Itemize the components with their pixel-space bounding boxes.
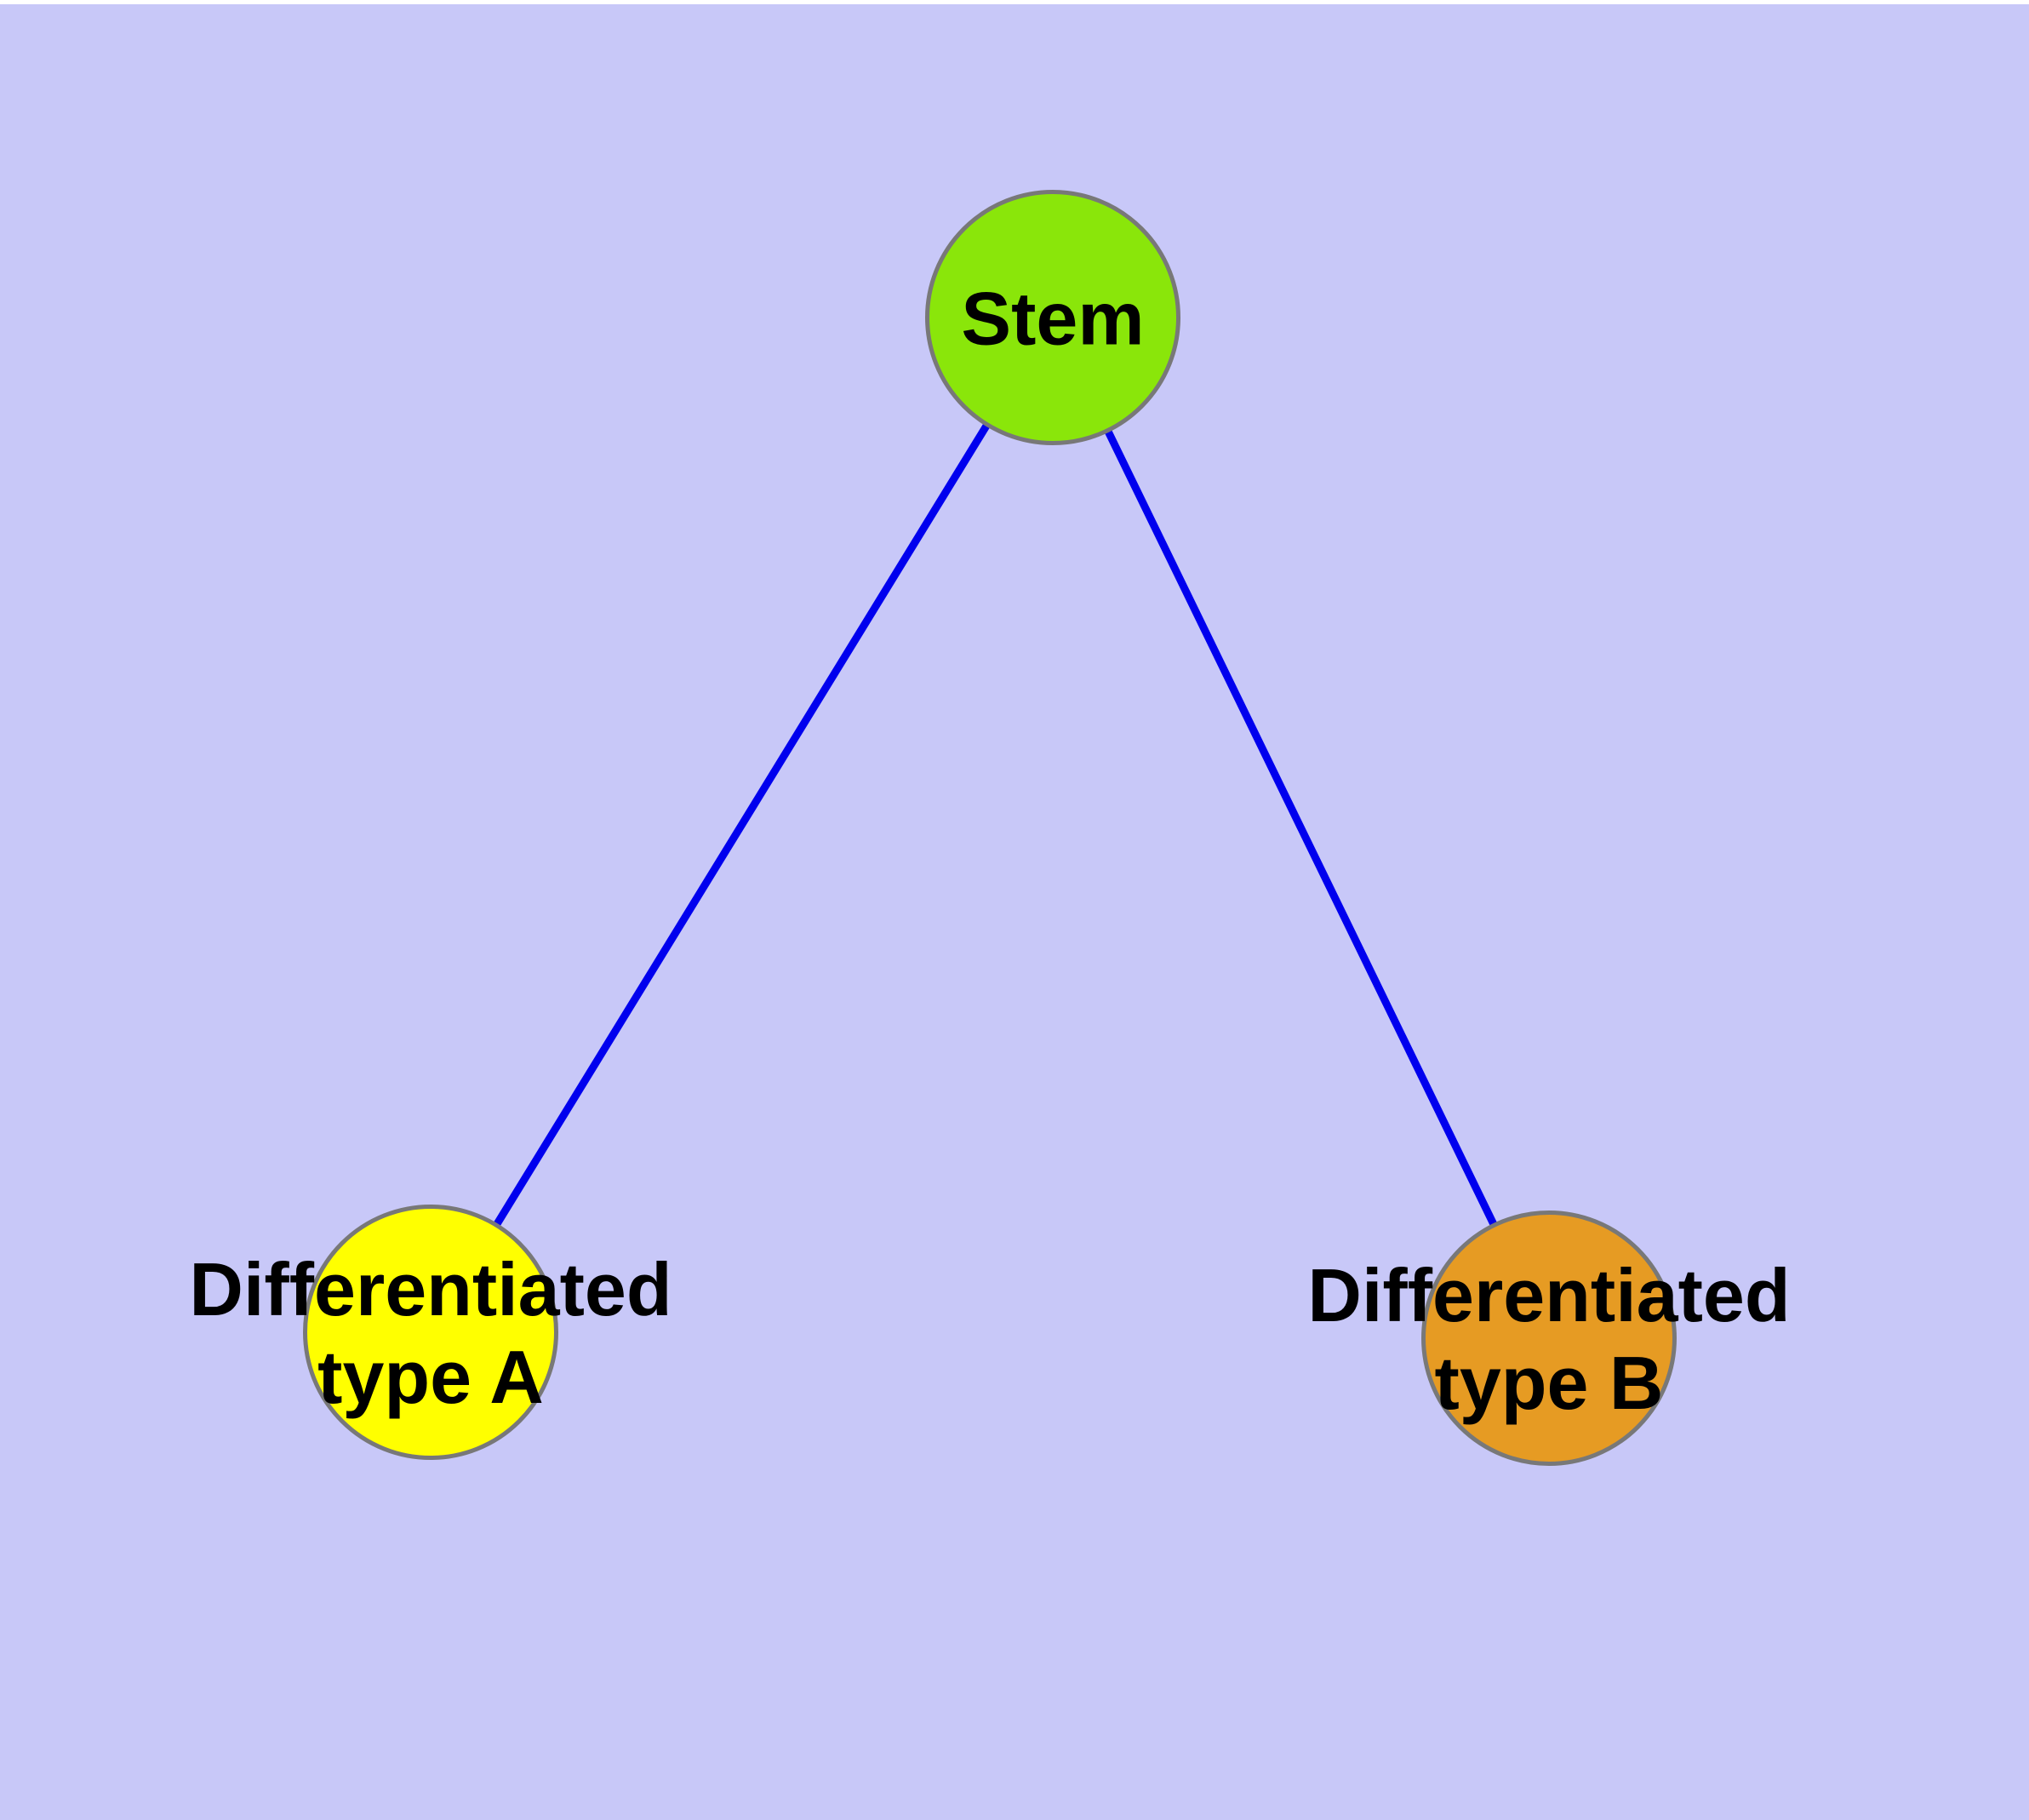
node-differentiated-type-b — [1421, 1210, 1677, 1466]
node-stem — [925, 190, 1180, 445]
node-stem-label: Stem — [961, 276, 1145, 361]
top-border-strip — [0, 0, 2029, 4]
node-differentiated-type-a — [303, 1205, 558, 1460]
node-differentiated-type-a-label: Differentiated type A — [189, 1247, 672, 1419]
edge-stem-to-type-b — [1049, 313, 1553, 1342]
node-differentiated-type-b-label: Differentiated type B — [1307, 1253, 1791, 1425]
edge-stem-to-type-a — [426, 313, 1057, 1336]
